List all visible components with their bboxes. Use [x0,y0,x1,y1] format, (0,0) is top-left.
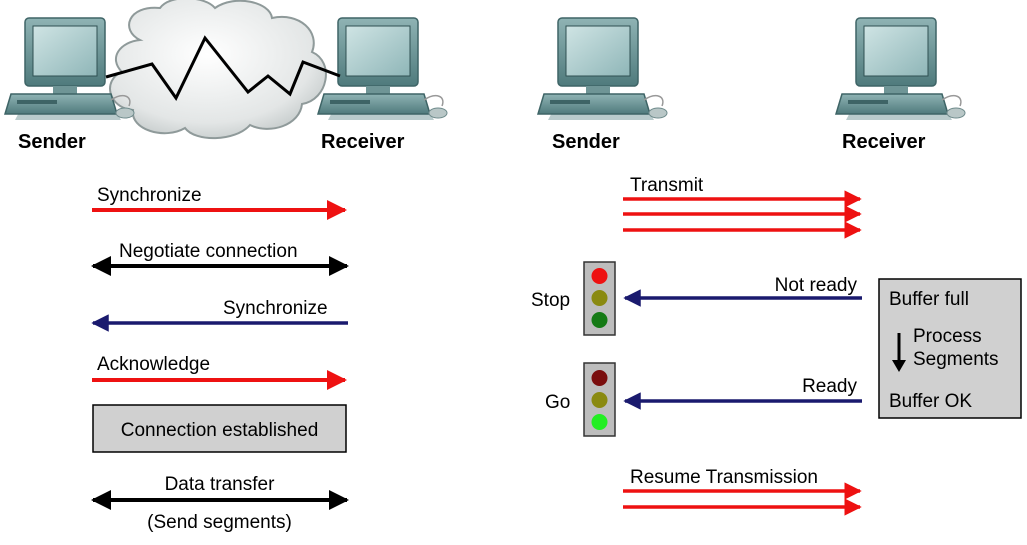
buffer-status-box [878,278,1022,419]
step-synchronize-reply-label: Synchronize [223,298,328,319]
transmit-label: Transmit [630,175,704,196]
process-label: Process [913,326,982,347]
network-cloud-icon [109,0,327,140]
ready-label: Ready [802,376,857,397]
step-synchronize-label: Synchronize [97,185,202,206]
step-acknowledge-label: Acknowledge [97,354,210,375]
resume-transmission-label: Resume Transmission [630,467,818,488]
go-traffic-light-icon [583,362,616,437]
buffer-ok-label: Buffer OK [889,391,972,412]
network-path-line [105,35,341,101]
segments-label: Segments [913,349,999,370]
not-ready-label: Not ready [775,275,858,296]
receiver-computer-icon [317,17,448,121]
down-arrow-icon [892,333,906,372]
send-segments-label: (Send segments) [147,512,292,533]
connection-established-box [92,404,347,453]
connection-established-label: Connection established [121,420,319,441]
right-sender-label: Sender [552,131,620,153]
step-negotiate-label: Negotiate connection [119,241,298,262]
right-sender-computer-icon [537,17,668,121]
data-transfer-label: Data transfer [165,474,275,495]
stop-label: Stop [531,290,570,311]
sender-computer-icon [4,17,135,121]
stop-traffic-light-icon [583,261,616,336]
buffer-full-label: Buffer full [889,289,969,310]
right-receiver-label: Receiver [842,131,926,153]
go-label: Go [545,392,570,413]
left-sender-label: Sender [18,131,86,153]
right-receiver-computer-icon [835,17,966,121]
left-receiver-label: Receiver [321,131,405,153]
